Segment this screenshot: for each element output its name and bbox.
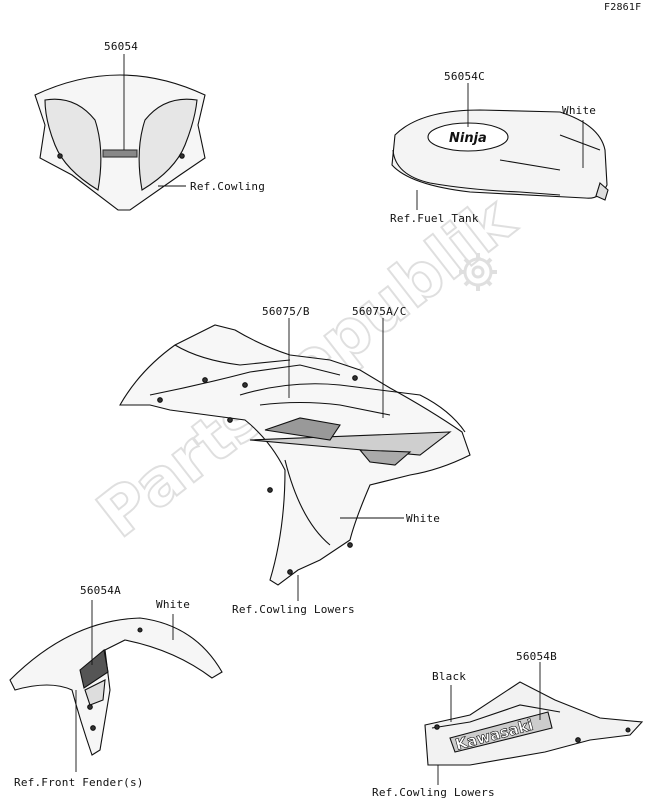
windshield-part-no: 56054 — [104, 40, 139, 53]
lower-cowling-drawing: Kawasaki — [424, 681, 644, 766]
cowling-part-no-2: 56075A/C — [352, 305, 407, 318]
cowling-color: White — [406, 512, 441, 525]
cowling-part-no-1: 56075/B — [262, 305, 310, 318]
figure-code: F2861F — [604, 2, 642, 13]
side-cowling-drawing — [119, 324, 471, 586]
lower-part-no: 56054B — [516, 650, 557, 663]
watermark-gear-icon — [459, 253, 497, 291]
tank-ref: Ref.Fuel Tank — [390, 212, 479, 225]
lower-ref: Ref.Cowling Lowers — [372, 786, 495, 799]
tank-logo: Ninja — [449, 131, 487, 146]
fuel-tank-drawing: Ninja — [391, 109, 609, 201]
fender-color: White — [156, 598, 191, 611]
tank-color: White — [562, 104, 597, 117]
fender-ref: Ref.Front Fender(s) — [14, 776, 144, 789]
windshield-ref: Ref.Cowling — [190, 180, 266, 193]
fender-part-no: 56054A — [80, 584, 121, 597]
front-fender-drawing — [9, 617, 223, 756]
tank-part-no: 56054C — [444, 70, 485, 83]
cowling-ref: Ref.Cowling Lowers — [232, 603, 355, 616]
lower-color: Black — [432, 670, 467, 683]
windshield-drawing — [34, 74, 206, 211]
